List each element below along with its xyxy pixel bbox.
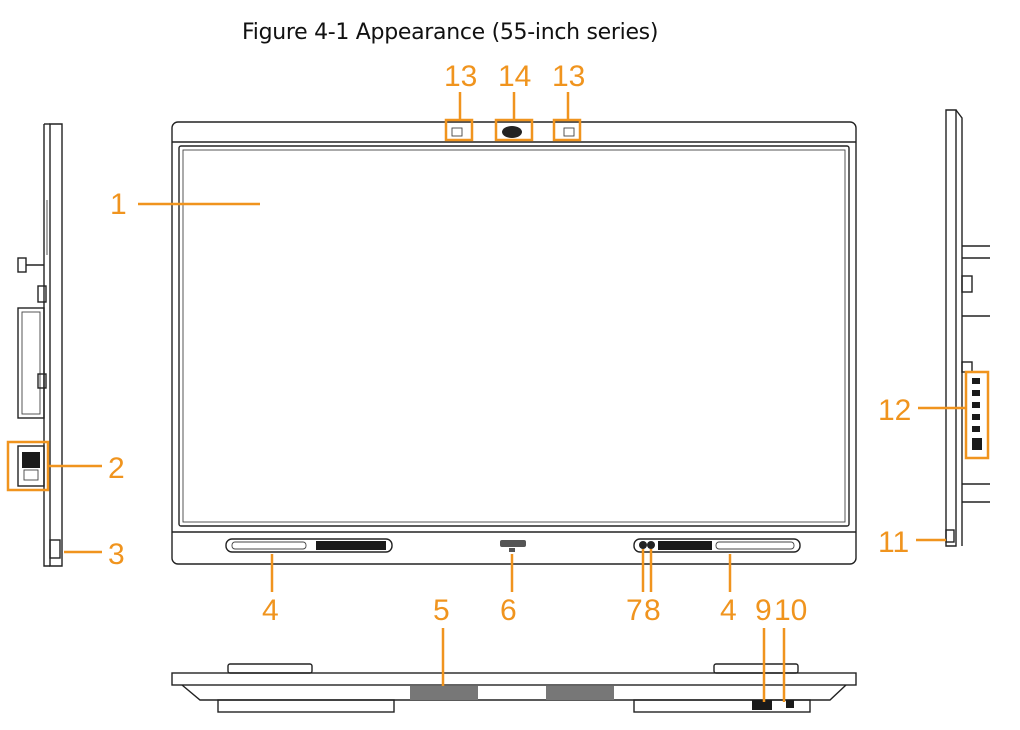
callout-power-socket: 2 bbox=[108, 452, 125, 485]
callout-screen: 1 bbox=[110, 188, 127, 221]
mic-right bbox=[563, 127, 575, 137]
bottom-view bbox=[171, 663, 857, 713]
right-side-view bbox=[945, 109, 990, 547]
callout-side-port-11: 11 bbox=[878, 526, 909, 559]
callout-bottom-speaker: 5 bbox=[433, 594, 450, 627]
callout-bottom-port-9: 9 bbox=[755, 594, 772, 627]
callout-camera: 14 bbox=[498, 60, 531, 93]
side-ports bbox=[972, 378, 982, 450]
callout-button-7: 7 bbox=[626, 594, 643, 627]
callout-side-ports: 12 bbox=[878, 394, 911, 427]
power-socket bbox=[17, 445, 45, 487]
callout-side-bottom: 3 bbox=[108, 538, 125, 571]
callout-bottom-port-10: 10 bbox=[774, 594, 807, 627]
front-view bbox=[171, 121, 857, 565]
callout-handle-right: 4 bbox=[720, 594, 737, 627]
left-handle bbox=[225, 538, 393, 553]
right-handle bbox=[633, 538, 801, 553]
bottom-port bbox=[752, 700, 772, 710]
callout-handle-left: 4 bbox=[262, 594, 279, 627]
callout-markers bbox=[6, 92, 990, 702]
figure-title: Figure 4-1 Appearance (55-inch series) bbox=[242, 20, 659, 45]
camera bbox=[502, 126, 522, 138]
bottom-speaker-grille bbox=[410, 686, 614, 700]
callout-mic-left: 13 bbox=[444, 60, 477, 93]
button-8 bbox=[647, 541, 655, 549]
mic-left bbox=[451, 127, 463, 137]
logo bbox=[500, 540, 526, 552]
button-7 bbox=[639, 541, 647, 549]
left-side-view bbox=[17, 123, 63, 567]
callout-mic-right: 13 bbox=[552, 60, 585, 93]
callout-button-8: 8 bbox=[644, 594, 661, 627]
callout-logo: 6 bbox=[500, 594, 517, 627]
